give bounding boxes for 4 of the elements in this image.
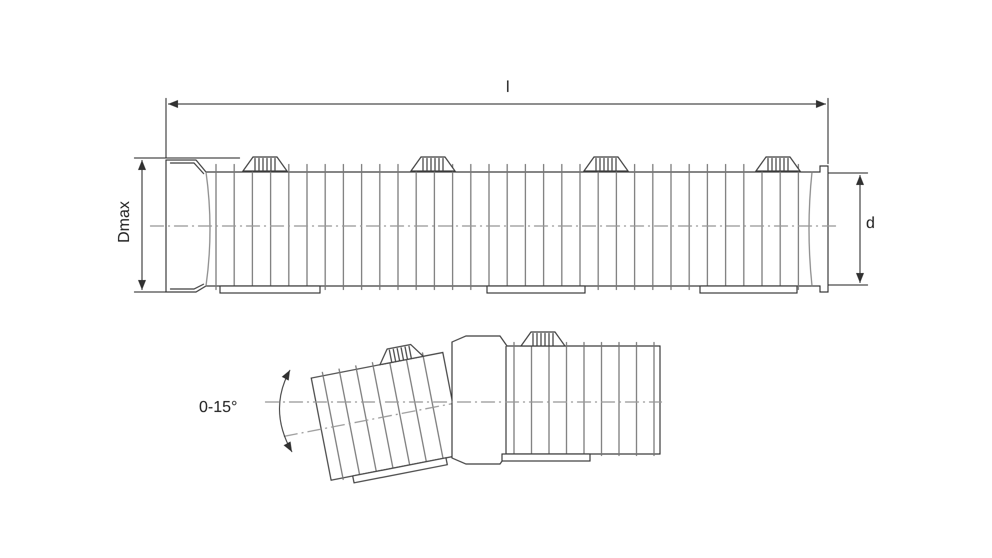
dimension-label: Dmax xyxy=(116,201,133,243)
dimension-label: l xyxy=(506,80,510,96)
dimension-label: 0-15° xyxy=(199,400,238,416)
dimension-label: d xyxy=(866,216,875,232)
